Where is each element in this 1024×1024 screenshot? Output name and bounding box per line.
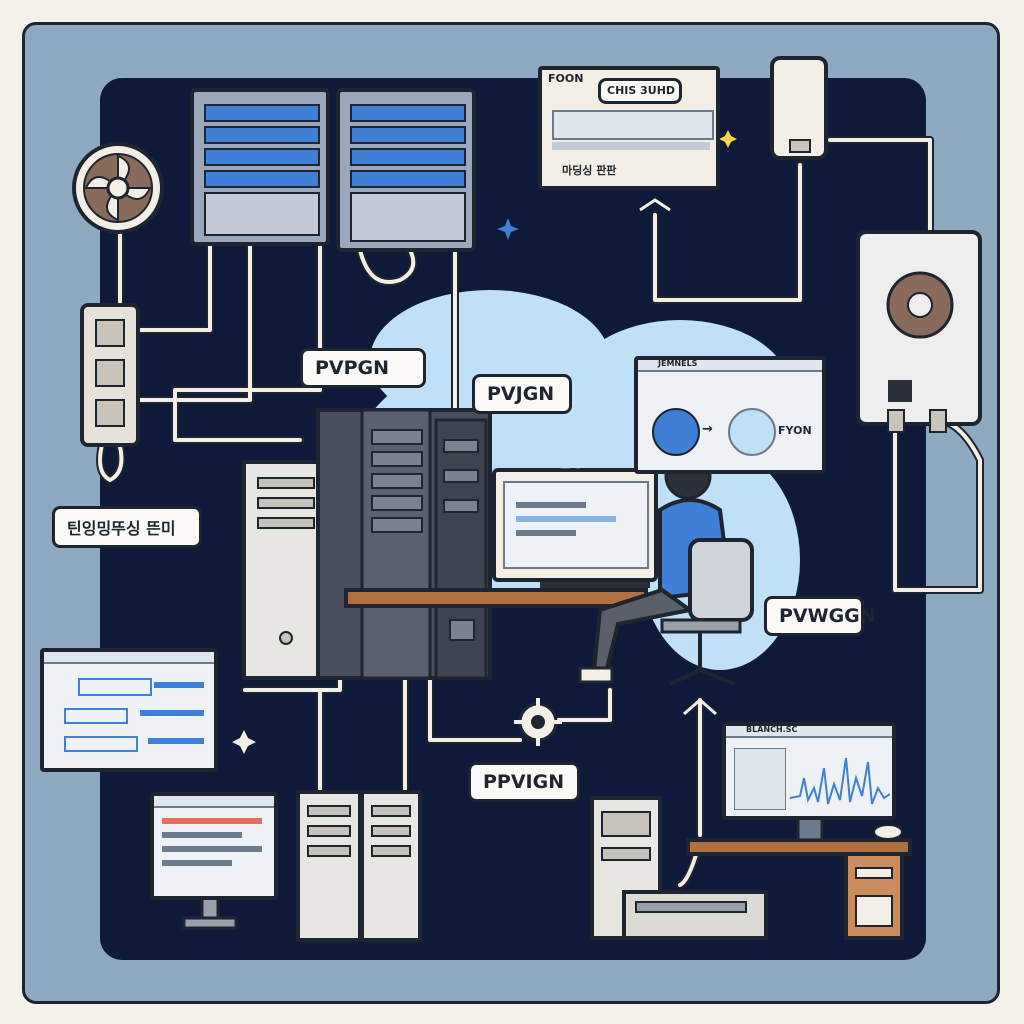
bottom-right-monitor: BLANCH.SC bbox=[722, 722, 896, 820]
label-pvwggn-right: PVWGGN bbox=[764, 596, 876, 636]
label-ppvign-bottom: PPVIGN bbox=[468, 762, 580, 802]
server-rack-left bbox=[190, 88, 330, 246]
server-tower-dark bbox=[316, 408, 492, 680]
arrow-up-icon bbox=[639, 198, 717, 716]
fan-icon bbox=[728, 408, 776, 456]
speech-bubble-icon: CHIS 3UHD bbox=[598, 78, 682, 104]
server-rack-right bbox=[336, 88, 476, 252]
label-korean-near-desk: 딘밍 bbox=[558, 455, 584, 471]
fan-icon bbox=[72, 142, 164, 234]
right-monitor-title: JEMNELS bbox=[658, 359, 698, 368]
sparkle-icon bbox=[232, 130, 737, 754]
waveform-chart bbox=[790, 757, 890, 805]
network-adapter bbox=[770, 56, 828, 160]
bottom-left-monitor-stand bbox=[182, 896, 238, 930]
power-strip bbox=[80, 303, 140, 447]
bottom-tower-pair bbox=[296, 790, 422, 942]
bottom-left-monitor bbox=[150, 792, 278, 900]
server-tower-front bbox=[242, 460, 330, 680]
flowchart-window bbox=[40, 648, 218, 772]
globe-icon bbox=[652, 408, 700, 456]
right-monitor-caption: FYON bbox=[778, 424, 812, 437]
desk-monitor bbox=[492, 468, 658, 582]
bottom-right-monitor-title: BLANCH.SC bbox=[746, 725, 798, 734]
label-pvpgn-top: PVPGN bbox=[300, 348, 426, 388]
air-conditioner bbox=[856, 230, 982, 433]
right-monitor-window: JEMNELS → FYON bbox=[634, 356, 826, 474]
label-korean-left: 틴잉밍뚜싱 뜬미 bbox=[52, 506, 202, 548]
bottom-pc-tower bbox=[590, 796, 768, 940]
label-pvjgn-center: PVJGN bbox=[472, 374, 572, 414]
arrow-right-icon: → bbox=[702, 422, 713, 437]
gear-icon bbox=[514, 698, 562, 746]
side-desk bbox=[686, 816, 912, 940]
top-console-caption: 마딩싱 판판 bbox=[562, 164, 617, 177]
bubble-text: CHIS 3UHD bbox=[607, 84, 676, 97]
top-console-window: FOON CHIS 3UHD 마딩싱 판판 bbox=[538, 66, 720, 190]
top-console-title: FOON bbox=[548, 72, 584, 85]
